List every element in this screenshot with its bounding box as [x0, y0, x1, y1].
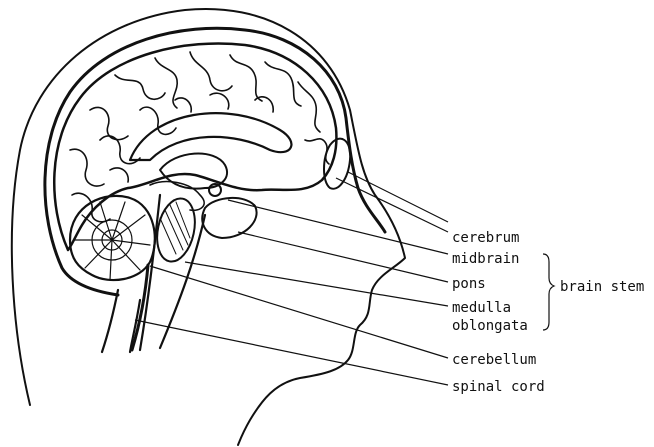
cerebellum-folia	[74, 202, 150, 280]
leader-midbrain	[228, 200, 448, 254]
label-oblongata: oblongata	[452, 318, 528, 334]
label-cerebrum: cerebrum	[452, 230, 519, 246]
brain-stem-bracket	[543, 254, 554, 330]
leader-pons	[238, 232, 448, 282]
pons-shape	[202, 198, 256, 238]
label-spinal-cord: spinal cord	[452, 379, 545, 395]
label-brain-stem: brain stem	[560, 279, 644, 295]
leader-cerebellum	[150, 266, 448, 358]
label-pons: pons	[452, 276, 486, 292]
leader-spinal-cord	[135, 320, 448, 385]
label-cerebellum: cerebellum	[452, 352, 536, 368]
corpus-callosum	[130, 113, 291, 160]
label-midbrain: midbrain	[452, 251, 519, 267]
leader-medulla	[185, 262, 448, 306]
label-medulla: medulla	[452, 300, 511, 316]
